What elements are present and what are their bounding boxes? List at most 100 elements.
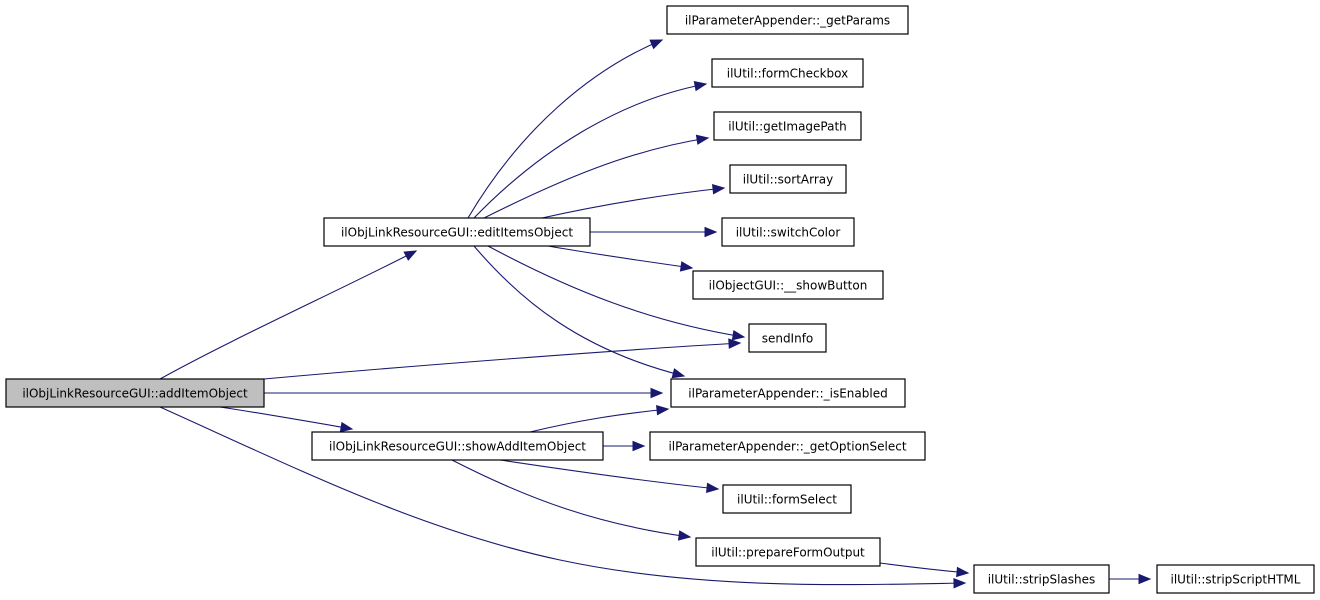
node-box[interactable] <box>311 431 604 461</box>
node-showAddItemObject[interactable]: ilObjLinkResourceGUI::showAddItemObject <box>311 431 604 461</box>
arrowhead-icon <box>953 577 967 589</box>
node-box[interactable] <box>973 564 1110 594</box>
node-editItemsObject[interactable]: ilObjLinkResourceGUI::editItemsObject <box>323 217 591 247</box>
edge-line <box>473 83 707 219</box>
edge-addItemObject-to-showAddItemObject <box>219 406 354 433</box>
edge-showAddItemObject-to-getOptionSelect <box>603 440 646 452</box>
arrowhead-icon <box>731 330 746 341</box>
node-getParams[interactable]: ilParameterAppender::_getParams <box>666 5 909 35</box>
node-box[interactable] <box>722 484 852 514</box>
node-box[interactable] <box>649 431 926 461</box>
node-box[interactable] <box>713 111 862 141</box>
edge-editItemsObject-to-isEnabled <box>473 245 686 379</box>
arrowhead-icon <box>1138 573 1152 585</box>
arrowhead-icon <box>679 261 694 272</box>
arrowhead-icon <box>339 421 354 433</box>
node-formSelect[interactable]: ilUtil::formSelect <box>722 484 852 514</box>
edge-addItemObject-to-sendInfo <box>263 338 742 380</box>
edge-addItemObject-to-stripSlashes <box>159 406 967 589</box>
arrowhead-icon <box>704 226 718 238</box>
node-label: ilObjLinkResourceGUI::addItemObject <box>22 387 248 401</box>
node-isEnabled[interactable]: ilParameterAppender::_isEnabled <box>670 378 906 408</box>
node-label: ilObjLinkResourceGUI::editItemsObject <box>341 226 573 240</box>
node-label: ilUtil::formSelect <box>737 493 837 507</box>
edge-line <box>483 137 709 219</box>
edge-line <box>487 245 745 338</box>
edge-editItemsObject-to-getParams <box>467 39 664 219</box>
edge-editItemsObject-to-sortArray <box>541 184 726 219</box>
arrowhead-icon <box>728 338 742 349</box>
arrowhead-icon <box>956 566 970 578</box>
node-label: ilParameterAppender::_isEnabled <box>688 387 887 401</box>
node-getImagePath[interactable]: ilUtil::getImagePath <box>713 111 862 141</box>
edge-editItemsObject-to-sendInfo <box>487 245 746 341</box>
arrowhead-icon <box>632 440 646 452</box>
node-box[interactable] <box>323 217 591 247</box>
node-showButton[interactable]: ilObjectGUI::__showButton <box>692 270 884 300</box>
node-label: ilObjectGUI::__showButton <box>709 279 868 293</box>
edge-line <box>219 406 353 430</box>
node-prepareFormOutput[interactable]: ilUtil::prepareFormOutput <box>695 537 881 567</box>
node-switchColor[interactable]: ilUtil::switchColor <box>721 217 855 247</box>
edge-line <box>263 342 741 380</box>
edge-line <box>451 459 691 538</box>
node-box[interactable] <box>5 378 265 408</box>
edge-line <box>473 245 685 377</box>
edge-line <box>541 187 725 219</box>
node-box[interactable] <box>695 537 881 567</box>
edge-line <box>159 250 417 380</box>
node-label: ilUtil::sortArray <box>743 173 833 187</box>
edge-showAddItemObject-to-prepareFormOutput <box>451 459 692 541</box>
arrowhead-icon <box>706 482 720 494</box>
edge-stripSlashes-to-stripScriptHTML <box>1109 573 1152 585</box>
edge-prepareFormOutput-to-stripSlashes <box>879 562 970 578</box>
arrowhead-icon <box>403 250 418 261</box>
arrowhead-icon <box>711 184 726 195</box>
node-label: ilUtil::switchColor <box>736 226 841 240</box>
arrowhead-icon <box>695 134 710 145</box>
edge-addItemObject-to-editItemsObject <box>159 250 418 380</box>
node-box[interactable] <box>748 323 827 353</box>
node-box[interactable] <box>729 164 847 194</box>
node-label: ilUtil::getImagePath <box>728 120 847 134</box>
edge-showAddItemObject-to-isEnabled <box>529 404 670 433</box>
node-getOptionSelect[interactable]: ilParameterAppender::_getOptionSelect <box>649 431 926 461</box>
node-label: ilParameterAppender::_getParams <box>685 14 890 28</box>
edge-line <box>547 245 693 269</box>
arrowhead-icon <box>656 404 670 416</box>
node-box[interactable] <box>666 5 909 35</box>
node-label: ilUtil::formCheckbox <box>727 67 849 81</box>
edge-editItemsObject-to-formCheckbox <box>473 80 708 219</box>
node-label: ilUtil::stripSlashes <box>988 573 1096 587</box>
edge-editItemsObject-to-switchColor <box>590 226 718 238</box>
edge-line <box>879 562 969 574</box>
arrowhead-icon <box>671 368 686 379</box>
node-box[interactable] <box>711 58 864 88</box>
node-label: ilParameterAppender::_getOptionSelect <box>668 440 906 454</box>
edge-editItemsObject-to-getImagePath <box>483 134 710 219</box>
node-addItemObject[interactable]: ilObjLinkResourceGUI::addItemObject <box>5 378 265 408</box>
arrowhead-icon <box>649 39 664 50</box>
node-label: ilUtil::stripScriptHTML <box>1171 573 1301 587</box>
node-stripScriptHTML[interactable]: ilUtil::stripScriptHTML <box>1156 564 1315 594</box>
node-box[interactable] <box>721 217 855 247</box>
edge-addItemObject-to-isEnabled <box>264 387 664 399</box>
arrowhead-icon <box>693 80 708 92</box>
node-sortArray[interactable]: ilUtil::sortArray <box>729 164 847 194</box>
edges-layer <box>159 39 1152 589</box>
arrowhead-icon <box>650 387 664 399</box>
node-box[interactable] <box>670 378 906 408</box>
node-box[interactable] <box>692 270 884 300</box>
edge-showAddItemObject-to-formSelect <box>499 459 720 494</box>
node-sendInfo[interactable]: sendInfo <box>748 323 827 353</box>
arrowhead-icon <box>677 530 692 541</box>
node-box[interactable] <box>1156 564 1315 594</box>
edge-line <box>529 408 669 433</box>
node-label: ilUtil::prepareFormOutput <box>711 546 865 560</box>
node-label: sendInfo <box>762 332 814 346</box>
node-label: ilObjLinkResourceGUI::showAddItemObject <box>329 440 586 454</box>
node-stripSlashes[interactable]: ilUtil::stripSlashes <box>973 564 1110 594</box>
node-formCheckbox[interactable]: ilUtil::formCheckbox <box>711 58 864 88</box>
edge-line <box>467 39 663 219</box>
